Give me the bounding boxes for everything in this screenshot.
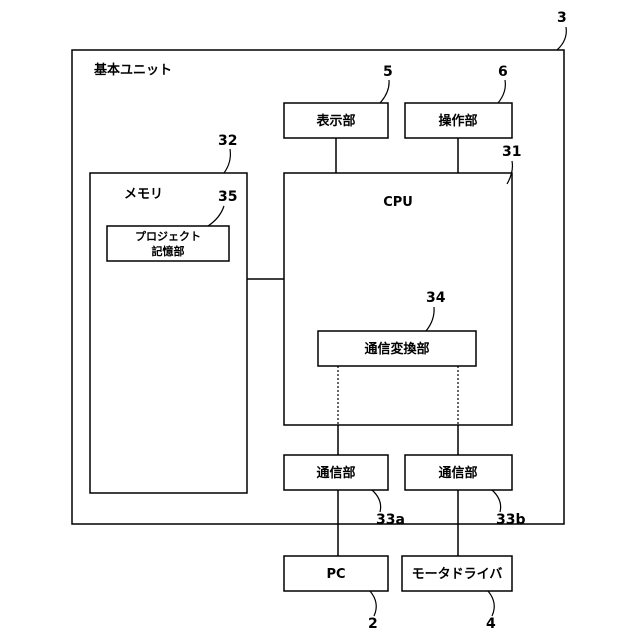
ref-comm-unit-b: 33b	[496, 512, 526, 528]
ref-pc: 2	[368, 616, 378, 632]
cpu-label: CPU	[383, 195, 413, 210]
comm-conversion-unit-label: 通信変換部	[364, 341, 429, 357]
ref-cpu: 31	[502, 144, 521, 160]
project-storage-label-line2: 記憶部	[152, 244, 185, 258]
ref-comm-conversion-unit: 34	[426, 290, 446, 306]
memory-box	[90, 173, 247, 493]
ref-motor-driver: 4	[486, 616, 496, 632]
comm-unit-b-label: 通信部	[438, 465, 477, 481]
project-storage-label-line1: プロジェクト	[135, 229, 201, 243]
display-unit-label: 表示部	[315, 113, 355, 129]
leader-base-unit	[557, 27, 566, 50]
ref-operation-unit: 6	[498, 64, 508, 80]
leader-pc	[370, 591, 376, 616]
motor-driver-label: モータドライバ	[412, 567, 503, 582]
ref-base-unit: 3	[557, 10, 567, 26]
base-unit-label: 基本ユニット	[93, 62, 172, 78]
operation-unit-label: 操作部	[438, 113, 477, 129]
pc-label: PC	[326, 567, 345, 582]
leader-motor-driver	[488, 591, 494, 616]
memory-label: メモリ	[124, 187, 163, 202]
comm-unit-a-label: 通信部	[316, 465, 355, 481]
ref-display-unit: 5	[383, 64, 393, 80]
ref-memory: 32	[218, 133, 237, 149]
ref-project-storage: 35	[218, 189, 237, 205]
ref-comm-unit-a: 33a	[376, 512, 405, 528]
cpu-box	[284, 173, 512, 425]
